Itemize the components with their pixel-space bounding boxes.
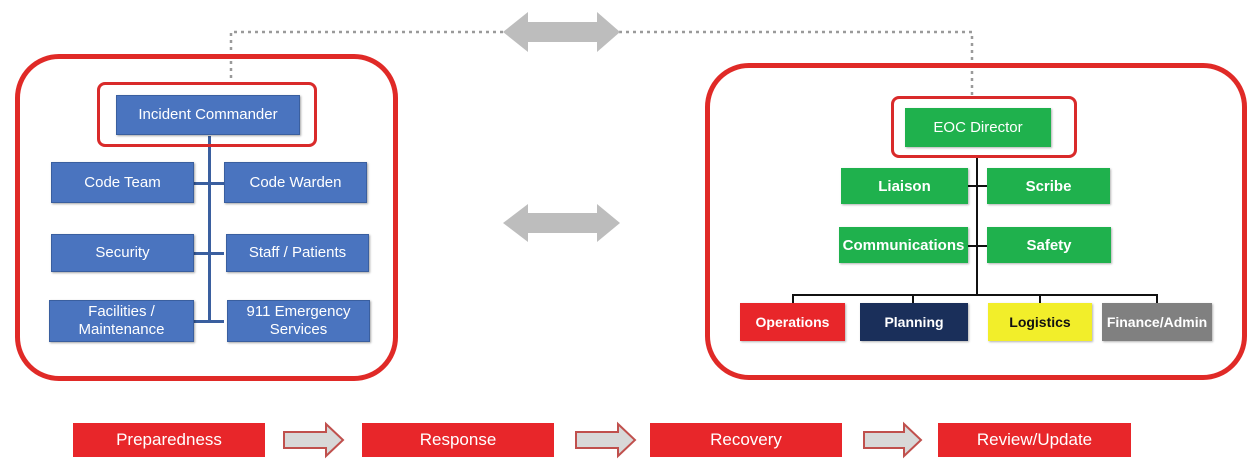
eoc-drop-2 xyxy=(912,294,914,303)
eoc-branch-line-1 xyxy=(968,185,987,187)
code-warden-box: Code Warden xyxy=(224,162,367,203)
director-highlight xyxy=(891,96,1077,158)
safety-box: Safety xyxy=(987,227,1111,263)
ics-frame xyxy=(15,54,398,381)
phase-arrow-3 xyxy=(863,421,923,459)
emergency-services-box: 911 Emergency Services xyxy=(227,300,370,342)
logistics-box: Logistics xyxy=(988,303,1092,341)
eoc-drop-3 xyxy=(1039,294,1041,303)
ics-branch-line-3 xyxy=(194,320,224,323)
incident-commander-box: Incident Commander xyxy=(116,95,300,135)
phase-recovery: Recovery xyxy=(650,423,842,457)
eoc-trunk-line xyxy=(976,157,978,295)
commander-highlight xyxy=(97,82,317,147)
staff-patients-box: Staff / Patients xyxy=(226,234,369,272)
operations-box: Operations xyxy=(740,303,845,341)
ics-branch-line-2 xyxy=(194,252,224,255)
liaison-box: Liaison xyxy=(841,168,968,204)
eoc-drop-4 xyxy=(1156,294,1158,303)
phase-response: Response xyxy=(362,423,554,457)
code-team-box: Code Team xyxy=(51,162,194,203)
planning-box: Planning xyxy=(860,303,968,341)
top-double-arrow xyxy=(503,12,620,52)
communications-box: Communications xyxy=(839,227,968,263)
ics-trunk-line xyxy=(208,136,211,323)
phase-arrow-2 xyxy=(575,421,637,459)
finance-admin-box: Finance/Admin xyxy=(1102,303,1212,341)
security-box: Security xyxy=(51,234,194,272)
ics-branch-line-1 xyxy=(194,182,224,185)
phase-preparedness: Preparedness xyxy=(73,423,265,457)
eoc-director-box: EOC Director xyxy=(905,108,1051,147)
scribe-box: Scribe xyxy=(987,168,1110,204)
middle-double-arrow xyxy=(503,204,620,242)
eoc-frame xyxy=(705,63,1247,380)
phase-review-update: Review/Update xyxy=(938,423,1131,457)
eoc-drop-1 xyxy=(792,294,794,303)
facilities-maintenance-box: Facilities / Maintenance xyxy=(49,300,194,342)
phase-arrow-1 xyxy=(283,421,345,459)
eoc-section-bus xyxy=(792,294,1158,296)
eoc-branch-line-2 xyxy=(968,245,987,247)
